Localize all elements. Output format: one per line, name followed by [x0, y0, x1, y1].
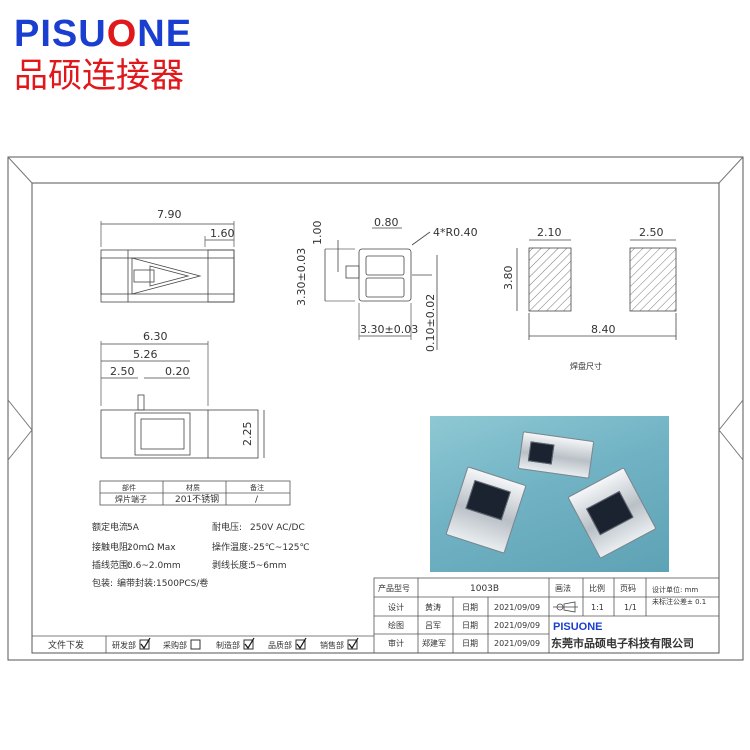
dim-end-height: 1.00 — [311, 221, 324, 246]
spec-key: 插线范围: — [92, 559, 131, 571]
tb-date: 2021/09/09 — [494, 603, 540, 612]
dept-checkbox[interactable] — [139, 639, 150, 650]
dept-checkbox[interactable] — [190, 639, 201, 650]
spec-value: 5A — [127, 523, 140, 533]
dim-pad-total: 8.40 — [591, 323, 616, 336]
side-view — [100, 341, 265, 459]
dim-pad-w2: 2.50 — [639, 226, 664, 239]
tb-scale-label: 比例 — [589, 583, 605, 593]
tb-tolerance: 未标注公差± 0.1 — [652, 597, 706, 606]
distribution-label: 文件下发 — [48, 639, 84, 651]
tb-date-label: 日期 — [462, 639, 478, 648]
dim-pad-w1: 2.10 — [537, 226, 562, 239]
bom-cell-part: 焊片端子 — [115, 494, 147, 504]
dim-side-a: 5.26 — [133, 348, 158, 361]
bom-table — [99, 480, 291, 506]
check-icon — [140, 637, 151, 650]
top-view — [100, 221, 235, 303]
bom-header-remark: 备注 — [250, 483, 264, 492]
spec-key: 剥线长度: — [212, 559, 251, 571]
product-photo — [430, 416, 669, 572]
pad-layout — [516, 239, 677, 340]
dim-top-right: 1.60 — [210, 227, 235, 240]
tb-page: 1/1 — [624, 603, 637, 612]
tb-drawer-label: 绘图 — [388, 620, 404, 630]
bom-cell-remark: / — [255, 495, 259, 505]
bom-cell-material: 201不锈钢 — [175, 493, 219, 505]
dept-label: 制造部 — [216, 640, 240, 650]
dim-end-thickness: 0.10±0.02 — [424, 294, 437, 352]
spec-key: 接触电阻: — [92, 541, 131, 553]
tb-company: 东莞市品硕电子科技有限公司 — [551, 636, 694, 650]
dept-label: 品质部 — [268, 640, 292, 650]
dept-checkbox[interactable] — [295, 639, 306, 650]
tb-model: 1003B — [470, 584, 499, 594]
tb-page-label: 页码 — [620, 584, 636, 593]
dim-end-radius: 4*R0.40 — [433, 226, 478, 239]
dim-side-h: 2.25 — [241, 422, 254, 447]
dept-label: 采购部 — [163, 640, 187, 650]
brand-logo: PISUONE 品硕连接器 — [14, 14, 192, 96]
spec-value: -25℃~125℃ — [250, 543, 310, 553]
dim-end-bottom: 3.30±0.03 — [360, 323, 418, 336]
dept-checkbox[interactable] — [243, 639, 254, 650]
end-view — [324, 227, 438, 350]
bom-header-material: 材质 — [186, 483, 200, 492]
dim-side-overall: 6.30 — [143, 330, 168, 343]
brand-name-en: PISUONE — [14, 13, 193, 55]
tb-date: 2021/09/09 — [494, 621, 540, 630]
dim-side-b: 2.50 — [110, 365, 135, 378]
tb-reviewer: 郑建军 — [422, 638, 446, 648]
title-block — [373, 577, 720, 654]
tb-reviewer-label: 审计 — [388, 638, 404, 648]
check-icon — [348, 637, 359, 650]
tb-drawer: 吕军 — [425, 621, 441, 630]
tb-scale: 1:1 — [591, 603, 604, 612]
terminal-part — [517, 431, 595, 479]
tb-unit: 设计单位: mm — [652, 585, 698, 594]
tb-brand-en: PISUONE — [553, 621, 603, 633]
tb-method-label: 画法 — [555, 583, 571, 593]
spec-key: 耐电压: — [212, 521, 242, 533]
dept-checkbox[interactable] — [347, 639, 358, 650]
pad-caption: 焊盘尺寸 — [570, 361, 602, 371]
dim-end-top: 0.80 — [374, 216, 399, 229]
spec-key: 操作温度: — [212, 541, 251, 553]
bom-header-part: 部件 — [122, 483, 136, 492]
spec-key: 包装: — [92, 577, 113, 589]
dim-top-overall: 7.90 — [157, 208, 182, 221]
tb-date-label: 日期 — [462, 603, 478, 612]
terminal-part — [567, 467, 657, 559]
dim-end-left: 3.30±0.03 — [295, 248, 308, 306]
projection-symbol-icon — [553, 601, 578, 613]
spec-value: 0.6~2.0mm — [127, 561, 181, 571]
tb-date: 2021/09/09 — [494, 639, 540, 648]
check-icon — [244, 637, 255, 650]
tb-model-label: 产品型号 — [378, 583, 410, 593]
check-icon — [296, 637, 307, 650]
spec-value: 20mΩ Max — [127, 543, 176, 553]
dept-label: 销售部 — [320, 640, 344, 650]
spec-value: 编带封装:1500PCS/卷 — [117, 577, 208, 589]
dim-side-c: 0.20 — [165, 365, 190, 378]
tb-date-label: 日期 — [462, 621, 478, 630]
brand-name-cn: 品硕连接器 — [14, 56, 184, 96]
spec-value: 5~6mm — [250, 561, 287, 571]
terminal-part — [445, 466, 527, 554]
distribution-row — [32, 635, 374, 653]
dept-label: 研发部 — [112, 640, 136, 650]
spec-value: 250V AC/DC — [250, 523, 305, 533]
tb-designer: 黄涛 — [425, 602, 441, 612]
dim-pad-h: 3.80 — [502, 266, 515, 291]
spec-list: 额定电流: 5A 耐电压: 250V AC/DC 接触电阻: 20mΩ Max … — [92, 521, 310, 589]
tb-designer-label: 设计 — [388, 602, 404, 612]
spec-key: 额定电流: — [92, 521, 131, 533]
